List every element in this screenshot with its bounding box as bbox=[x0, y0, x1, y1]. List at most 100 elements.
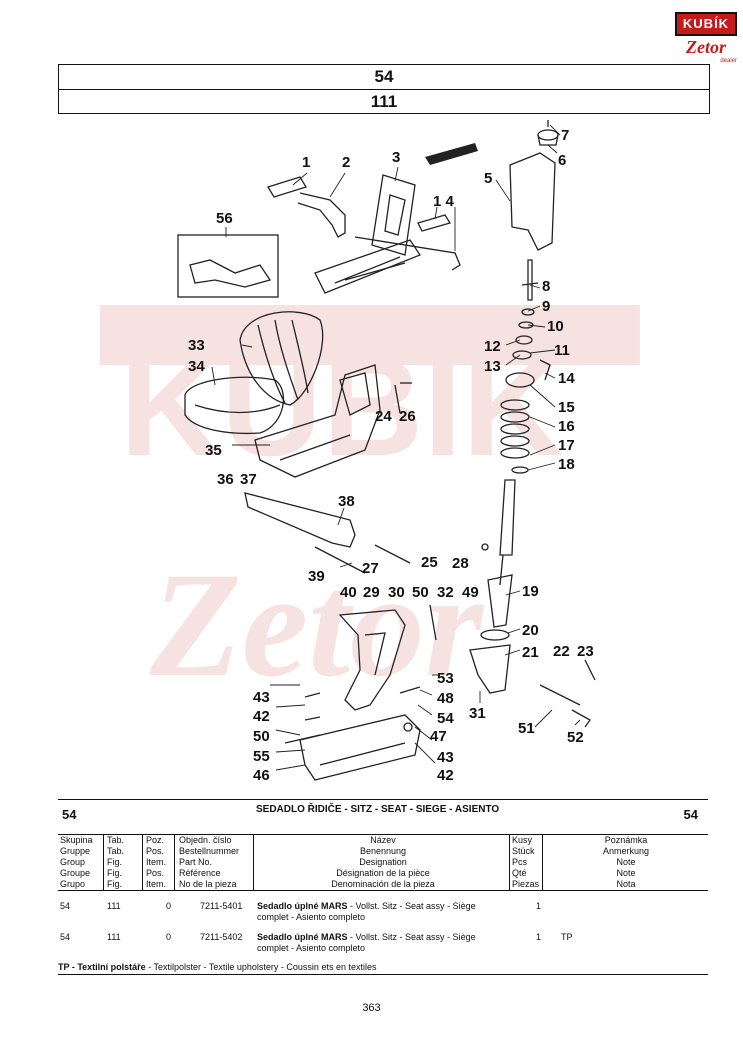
callout-18: 18 bbox=[558, 456, 575, 473]
seat-pan bbox=[254, 364, 381, 478]
base-plate bbox=[314, 239, 421, 294]
figure-number: 111 bbox=[59, 89, 709, 114]
base-plate-46 bbox=[299, 714, 421, 781]
callout-31: 31 bbox=[469, 705, 486, 722]
callout-13: 13 bbox=[484, 358, 501, 375]
callout-7: 7 bbox=[561, 127, 569, 144]
seat-back-frame-3 bbox=[371, 174, 416, 256]
orientation-arrow bbox=[425, 143, 478, 165]
logo-kubik-text: KUBÍK bbox=[675, 12, 737, 36]
callout-56: 56 bbox=[216, 210, 233, 227]
pin-part-22 bbox=[539, 684, 581, 706]
lever-part-21 bbox=[469, 644, 511, 694]
callout-10: 10 bbox=[547, 318, 564, 335]
parts-table: 54 SEDADLO ŘIDIČE - SITZ - SEAT - SIEGE … bbox=[58, 799, 708, 975]
callout-29: 29 bbox=[363, 584, 380, 601]
spring-part-16 bbox=[500, 399, 530, 459]
part-56-detail-box bbox=[177, 234, 279, 298]
rod-part-4 bbox=[354, 236, 461, 271]
callout-52: 52 bbox=[567, 729, 584, 746]
callout-14: 14 bbox=[558, 370, 575, 387]
exploded-seat-diagram: KUBÍK Zetor bbox=[100, 120, 640, 784]
logo-sub-text: dealer bbox=[720, 58, 737, 64]
kubik-zetor-logo: KUBÍK Zetor dealer bbox=[675, 12, 737, 64]
callout-50-b: 50 bbox=[253, 728, 270, 745]
callout-27: 27 bbox=[362, 560, 379, 577]
callout-42: 42 bbox=[253, 708, 270, 725]
callout-25: 25 bbox=[421, 554, 438, 571]
callout-34: 34 bbox=[188, 358, 205, 375]
cushion-back-33 bbox=[239, 311, 324, 406]
callout-20: 20 bbox=[522, 622, 539, 639]
lever-part-2 bbox=[297, 192, 346, 238]
callout-23: 23 bbox=[577, 643, 594, 660]
callout-19: 19 bbox=[522, 583, 539, 600]
callout-26: 26 bbox=[399, 408, 416, 425]
callout-40: 40 bbox=[340, 584, 357, 601]
callout-21: 21 bbox=[522, 644, 539, 661]
callout-38: 38 bbox=[338, 493, 355, 510]
callout-30: 30 bbox=[388, 584, 405, 601]
knob-part-6 bbox=[537, 129, 559, 141]
callout-43: 43 bbox=[253, 689, 270, 706]
callout-49: 49 bbox=[462, 584, 479, 601]
callout-5: 5 bbox=[484, 170, 492, 187]
spring-seat-15 bbox=[505, 372, 535, 388]
col-position: Poz.Pos.Item.Pos.Item. bbox=[146, 835, 167, 889]
callout-12: 12 bbox=[484, 338, 501, 355]
table-group-left: 54 bbox=[62, 807, 77, 822]
boot-part-19 bbox=[487, 574, 513, 628]
callout-36: 36 bbox=[217, 471, 234, 488]
callout-32: 32 bbox=[437, 584, 454, 601]
svg-text:Zetor: Zetor bbox=[149, 542, 485, 708]
callout-9: 9 bbox=[542, 298, 550, 315]
shock-absorber bbox=[499, 479, 516, 556]
callout-3: 3 bbox=[392, 149, 400, 166]
callout-1: 1 bbox=[302, 154, 310, 171]
col-figure: Tab.Tab.Fig.Fig.Fig. bbox=[107, 835, 125, 889]
page-number: 363 bbox=[362, 1002, 381, 1014]
leader-lines bbox=[211, 124, 581, 771]
callout-24: 24 bbox=[375, 408, 392, 425]
callout-28: 28 bbox=[452, 555, 469, 572]
callout-53: 53 bbox=[437, 670, 454, 687]
logo-zetor-text: Zetor bbox=[686, 37, 726, 57]
callout-22: 22 bbox=[553, 643, 570, 660]
frame-part-40 bbox=[338, 609, 406, 711]
callout-2: 2 bbox=[342, 154, 350, 171]
callout-42-b: 42 bbox=[437, 767, 454, 784]
callout-8: 8 bbox=[542, 278, 550, 295]
callout-48: 48 bbox=[437, 690, 454, 707]
footnote: TP - Textilní polstáře - Textilpolster -… bbox=[58, 962, 377, 972]
callout-11: 11 bbox=[554, 342, 570, 359]
callout-16: 16 bbox=[558, 418, 575, 435]
callout-47: 47 bbox=[430, 728, 447, 745]
callout-6: 6 bbox=[558, 152, 566, 169]
callout-37: 37 bbox=[240, 471, 257, 488]
table-group-right: 54 bbox=[683, 807, 698, 822]
rail-part-38 bbox=[244, 492, 356, 548]
group-number: 54 bbox=[374, 67, 394, 86]
callout-15: 15 bbox=[558, 399, 575, 416]
cover-part-5 bbox=[509, 152, 556, 251]
parts-table-header: 54 SEDADLO ŘIDIČE - SITZ - SEAT - SIEGE … bbox=[58, 800, 708, 835]
callout-51: 51 bbox=[518, 720, 535, 737]
callout-1-4: 1 4 bbox=[433, 193, 455, 210]
callout-50: 50 bbox=[412, 584, 429, 601]
bracket-part-1 bbox=[267, 176, 307, 198]
callout-55: 55 bbox=[253, 748, 270, 765]
callout-17: 17 bbox=[558, 437, 575, 454]
callout-33: 33 bbox=[188, 337, 205, 354]
callout-46: 46 bbox=[253, 767, 270, 784]
table-title: SEDADLO ŘIDIČE - SITZ - SEAT - SIEGE - A… bbox=[256, 804, 500, 815]
rod-part-25 bbox=[374, 544, 411, 564]
group-header-box: 54 111 bbox=[58, 64, 710, 114]
callout-35: 35 bbox=[205, 442, 222, 459]
callout-54: 54 bbox=[437, 710, 454, 727]
